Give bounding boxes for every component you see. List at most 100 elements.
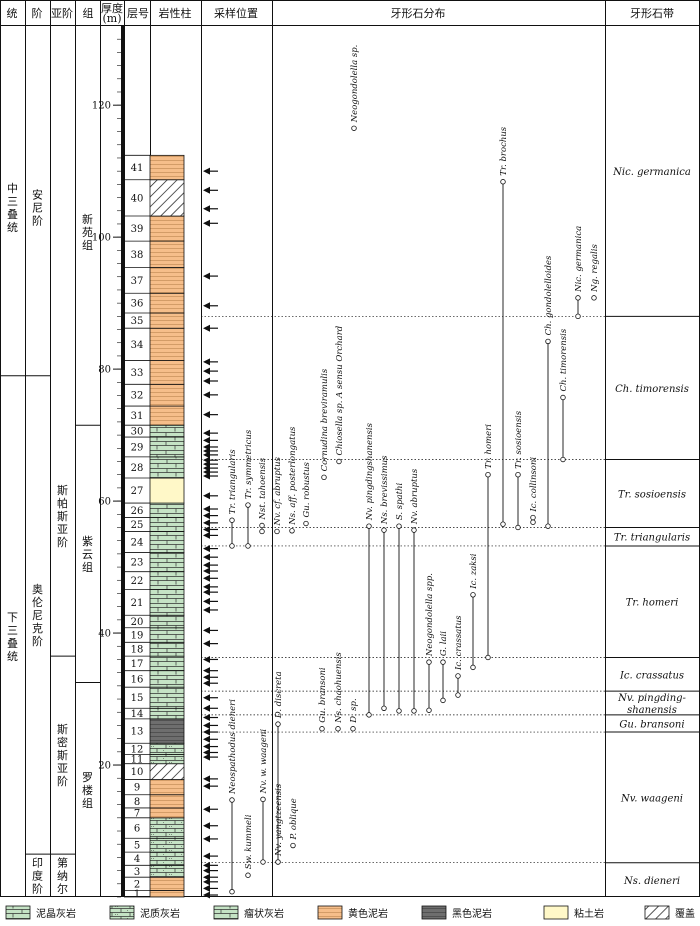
- sample-arrow-head: [203, 436, 210, 444]
- taxon-gu-robustus: Gu. robustus: [302, 462, 312, 527]
- occurrence-marker: [575, 313, 581, 320]
- sample-arrow-head: [203, 640, 210, 648]
- taxon-label: Gu. robustus: [302, 462, 312, 518]
- occurrence-marker: [381, 705, 387, 711]
- occurrence-marker: [319, 726, 325, 732]
- sample-arrow-head: [203, 583, 210, 591]
- sample-arrow-head: [203, 492, 210, 500]
- bed-number: 23: [131, 558, 144, 569]
- bed-number: 26: [131, 506, 144, 517]
- taxon-label: Nst. tahoensis: [258, 457, 268, 520]
- sample-arrow-head: [203, 673, 210, 681]
- occurrence-marker: [485, 654, 491, 661]
- taxon-label: Nv. cf. abruptus: [273, 456, 283, 526]
- sample-arrow-head: [203, 377, 210, 385]
- taxon-label: Ch. timorensis: [559, 328, 569, 391]
- sample-arrow-head: [203, 272, 210, 280]
- bed-1: [149, 890, 185, 898]
- occurrence-marker: [455, 673, 461, 679]
- sample-arrow-head: [203, 714, 210, 722]
- legend-item-yellow_mud: 黄色泥岩: [317, 905, 388, 920]
- sample-arrow-head: [203, 606, 210, 614]
- bed-8: [149, 794, 185, 809]
- legend-item-marly: 泥质灰岩: [109, 905, 180, 920]
- bed-36: [149, 292, 185, 314]
- sample-arrow-head: [203, 694, 210, 702]
- taxon-gu-bransoni: Gu. bransoni: [318, 667, 328, 732]
- scale-label: 60: [98, 497, 111, 508]
- bed-number: 25: [131, 520, 144, 531]
- zone-boundaries: [201, 315, 700, 864]
- sample-arrow-head: [203, 545, 210, 553]
- bed-number: 2: [134, 879, 140, 890]
- occurrence-marker: [515, 524, 521, 531]
- sample-arrow-head: [203, 721, 210, 729]
- occurrence-marker: [259, 522, 265, 529]
- bed-number: 13: [131, 727, 144, 738]
- legend-label: 黑色泥岩: [452, 907, 492, 920]
- unit-label-series: 中三叠统: [7, 182, 18, 234]
- taxon-label: S. spathi: [395, 482, 405, 520]
- bed-number: 18: [131, 645, 144, 656]
- taxon-sw-kummeli: Sw. kummeli: [244, 814, 254, 878]
- occurrence-marker: [575, 295, 581, 301]
- bed-11: [149, 754, 185, 765]
- bed-15: [149, 686, 185, 709]
- sample-arrow-head: [203, 411, 210, 419]
- bed-number: 29: [131, 442, 144, 453]
- sample-arrow-head: [203, 626, 210, 634]
- zone-label: Nic. germanica: [612, 167, 691, 178]
- bed-22: [149, 571, 185, 590]
- taxon-label: Ns. brevissimus: [380, 455, 390, 525]
- sample-arrow-head: [203, 753, 210, 761]
- occurrence-marker: [290, 842, 296, 849]
- taxon-label: Nv. w. waageni: [259, 729, 269, 795]
- sample-arrow-head: [203, 574, 210, 582]
- sample-arrow-head: [203, 878, 210, 886]
- bed-37: [149, 267, 185, 294]
- occurrence-marker: [289, 528, 295, 534]
- sample-arrow-head: [203, 775, 210, 783]
- taxon-label: Ch. gondolelloides: [544, 255, 554, 335]
- bed-number: 28: [131, 463, 144, 474]
- taxon-label: Nv. yangtzeensis: [274, 783, 284, 857]
- zone-label: Tr. triangularis: [614, 533, 690, 544]
- sample-arrow-head: [203, 588, 210, 596]
- occurrence-marker: [260, 796, 266, 803]
- occurrence-marker: [229, 517, 235, 523]
- occurrence-marker: [530, 519, 536, 525]
- zone-ns-dieneri: Ns. dieneri: [623, 876, 680, 887]
- bed-number: 20: [131, 617, 144, 628]
- zone-label: Nv. pingding-: [617, 693, 686, 704]
- legend-label: 泥晶灰岩: [36, 907, 76, 920]
- sample-arrow-head: [203, 704, 210, 712]
- bed-41: [149, 154, 185, 181]
- sample-arrow-head: [203, 324, 210, 332]
- sample-arrow-head: [203, 219, 210, 227]
- occurrence-marker: [411, 527, 417, 533]
- bed-2: [149, 876, 185, 891]
- scale-label: 80: [98, 365, 111, 376]
- bed-number: 3: [134, 867, 140, 878]
- taxon-label: Neospathodus dieneri: [228, 699, 238, 795]
- taxon-tr-triangularis: Tr. triangularis: [228, 449, 238, 549]
- taxon-ns-aff-posterlongatus: Ns. aff. posterlongatus: [288, 426, 298, 534]
- sample-arrow-head: [203, 367, 210, 375]
- bed-number: 14: [131, 709, 144, 720]
- bed-29: [149, 436, 185, 458]
- bed-number: 1: [134, 889, 140, 900]
- taxon-label: Tr. symmetricus: [244, 429, 254, 499]
- bed-30: [149, 424, 185, 438]
- taxon-label: Cornudina breviramulis: [320, 368, 330, 471]
- taxon-label: G. laii: [439, 631, 449, 656]
- taxon-ic-crassatus: Ic. crassatus: [454, 615, 464, 698]
- bed-number: 34: [131, 340, 144, 351]
- taxon-label: P. oblique: [289, 798, 299, 840]
- legend-item-nodular: 瘤状灰岩: [213, 905, 284, 920]
- unit-label-substages: 第纳尔: [57, 856, 68, 896]
- occurrence-marker: [229, 797, 235, 803]
- bed-number: 6: [134, 824, 140, 835]
- bed-28: [149, 456, 185, 479]
- bed-23: [149, 552, 185, 573]
- taxon-ns-brevissimus: Ns. brevissimus: [380, 455, 390, 711]
